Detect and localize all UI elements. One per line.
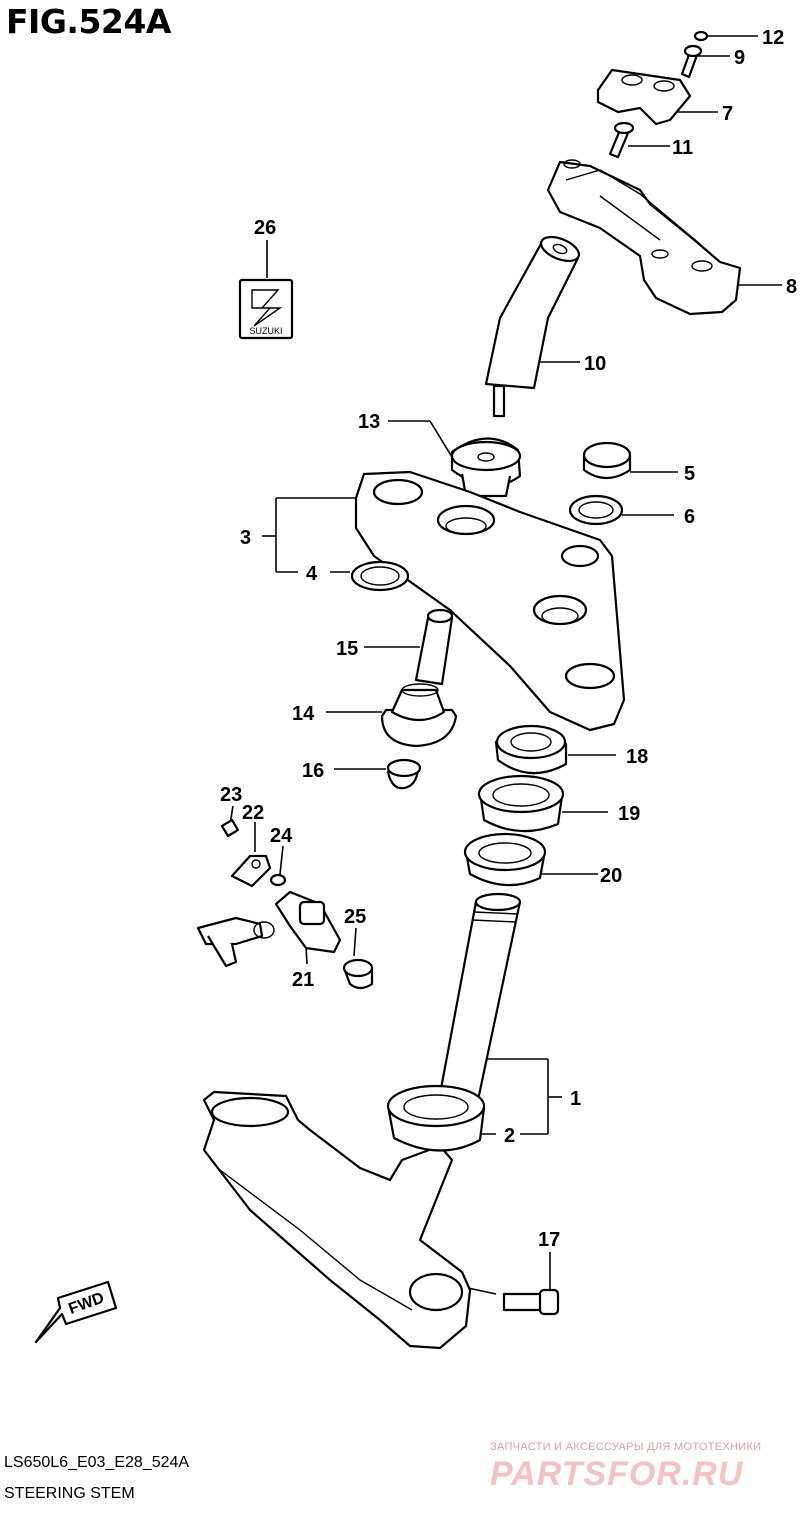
callout-25: 25: [344, 906, 366, 928]
part-25-cover: [342, 958, 374, 990]
callout-15: 15: [336, 638, 358, 660]
part-8-handlebar-lower-holder: [546, 159, 742, 316]
part-15-tube: [414, 608, 454, 686]
section-name: STEERING STEM: [4, 1485, 135, 1502]
part-26-emblem: SUZUKI: [238, 278, 294, 340]
callout-17: 17: [538, 1229, 560, 1251]
callout-7: 7: [722, 103, 733, 125]
leader-lines: [229, 35, 782, 1295]
callout-16: 16: [302, 760, 324, 782]
part-19-dust-seal: [477, 774, 565, 833]
callout-23: 23: [220, 784, 242, 806]
callout-13: 13: [358, 411, 380, 433]
part-16-plug: [386, 758, 422, 790]
part-11-bolt: [608, 121, 635, 159]
callout-labels: 12 9 7 11 26 8 10 13 5 6 3 4 15 14 18 16…: [220, 27, 797, 1251]
callout-6: 6: [684, 506, 695, 528]
figure-title: FIG.524A: [6, 2, 171, 41]
part-7-handlebar-holder: [596, 68, 692, 126]
fwd-arrow-icon: FWD: [34, 1280, 118, 1344]
part-24-washer: [269, 873, 287, 887]
callout-12: 12: [762, 27, 784, 49]
part-13-cushion: [450, 437, 522, 498]
callout-18: 18: [626, 746, 648, 768]
part-10-handlebar: [484, 235, 581, 418]
callout-26: 26: [254, 217, 276, 239]
watermark-tagline: ЗАПЧАСТИ И АКСЕССУАРЫ ДЛЯ МОТОТЕХНИКИ: [490, 1441, 762, 1453]
part-18-nut: [494, 724, 568, 775]
part-17-bolt: [502, 1288, 560, 1316]
callout-2: 2: [504, 1125, 515, 1147]
callout-11: 11: [672, 137, 693, 159]
callout-20: 20: [600, 865, 622, 887]
callout-21: 21: [292, 969, 314, 991]
callout-19: 19: [618, 803, 640, 825]
part-1-steering-stem: [202, 892, 522, 1350]
callout-10: 10: [584, 353, 606, 375]
part-14-grommet: [380, 683, 458, 748]
callout-8: 8: [786, 276, 797, 298]
watermark-brand: PARTSFOR.RU: [490, 1455, 744, 1493]
part-6-washer: [568, 494, 624, 526]
callout-24: 24: [270, 825, 293, 847]
part-12-plug: [693, 30, 709, 42]
model-code: LS650L6_E03_E28_524A: [4, 1454, 190, 1471]
part-9-bolt: [680, 44, 703, 79]
callout-3: 3: [240, 527, 251, 549]
part-5-cap: [582, 441, 632, 480]
part-4-washer: [350, 560, 410, 592]
emblem-text: SUZUKI: [249, 326, 282, 336]
callout-22: 22: [242, 802, 264, 824]
part-20-bearing: [463, 832, 547, 887]
part-23-screw: [220, 818, 240, 838]
part-22-plate: [230, 854, 272, 888]
callout-9: 9: [734, 47, 745, 69]
callout-14: 14: [292, 703, 315, 725]
part-2-bearing: [386, 1084, 486, 1152]
callout-4: 4: [306, 563, 318, 585]
callout-1: 1: [570, 1088, 581, 1110]
callout-5: 5: [684, 463, 695, 485]
part-3-upper-bracket: [354, 470, 626, 732]
part-21-steering-lock: [196, 890, 342, 968]
